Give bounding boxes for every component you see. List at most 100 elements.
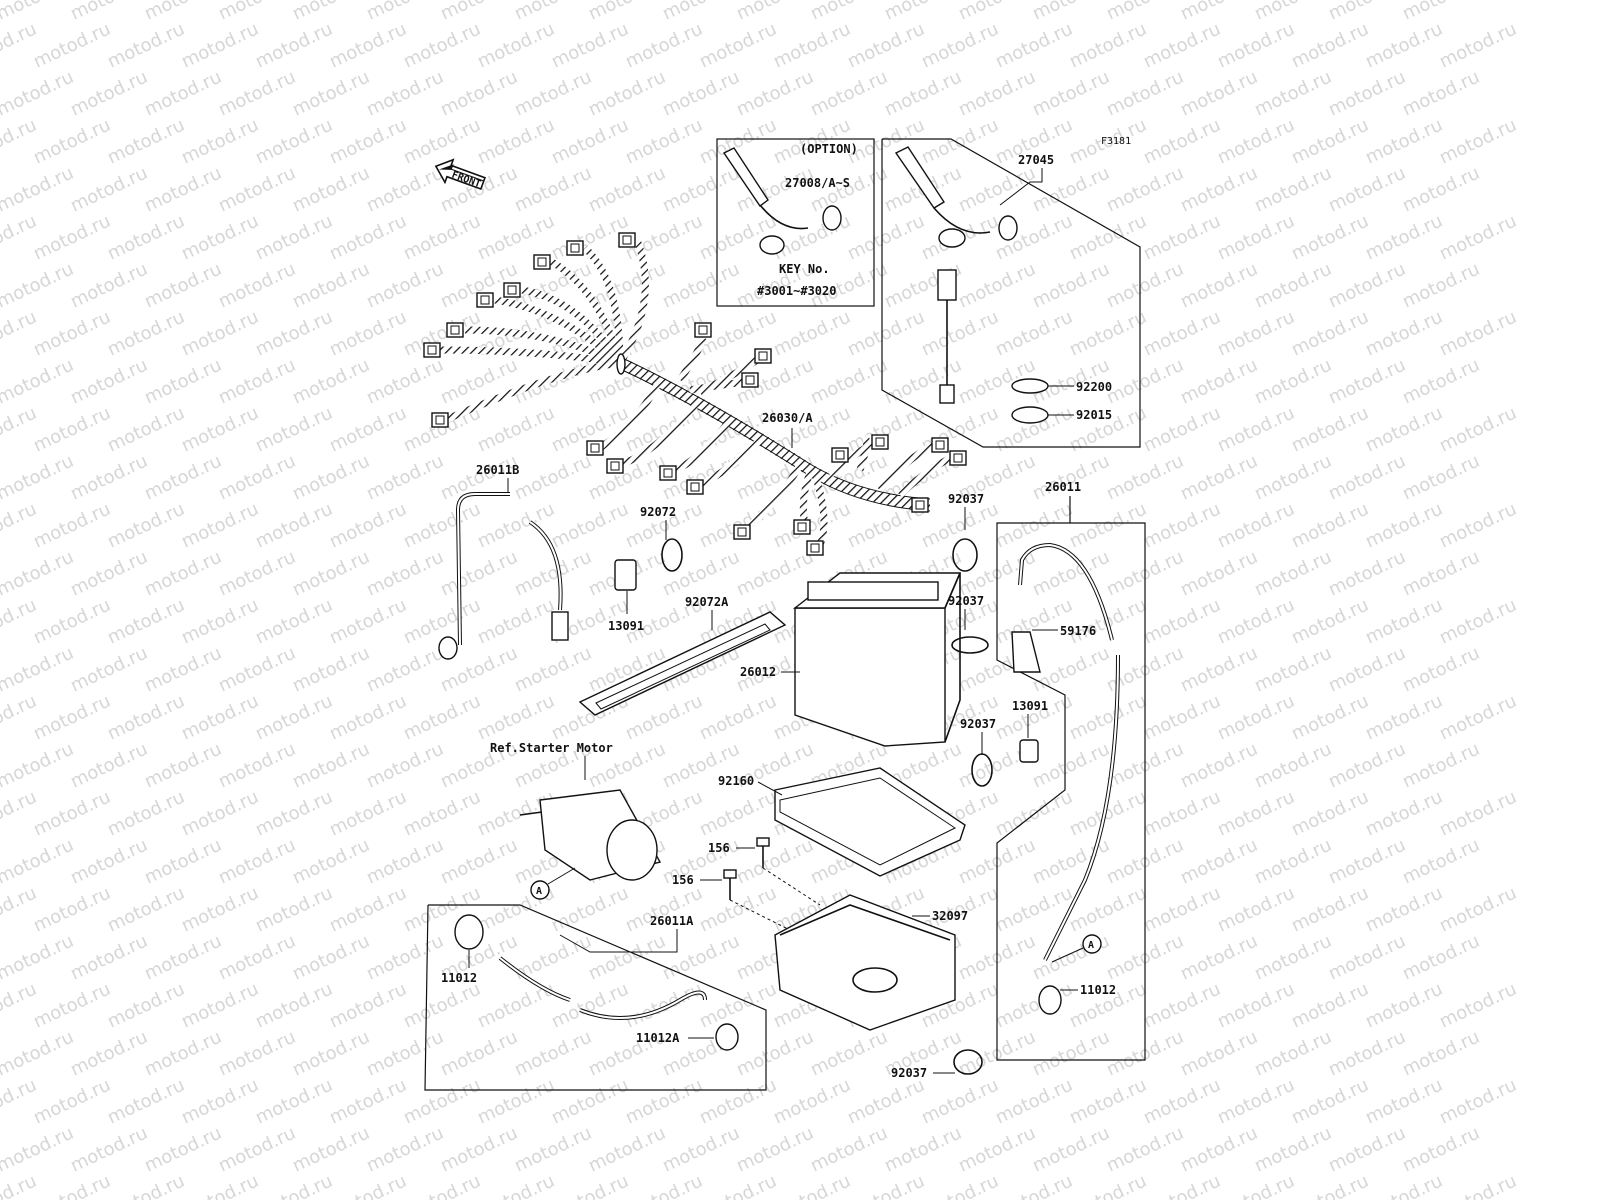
watermark-text: motod.ru bbox=[1399, 1123, 1483, 1177]
figure-code: F3181 bbox=[1101, 136, 1131, 147]
watermark-text: motod.ru bbox=[918, 19, 1002, 73]
watermark-text: motod.ru bbox=[400, 691, 484, 745]
watermark-text: motod.ru bbox=[1325, 259, 1409, 313]
watermark-text: motod.ru bbox=[1399, 643, 1483, 697]
watermark-text: motod.ru bbox=[511, 1123, 595, 1177]
watermark-text: motod.ru bbox=[955, 163, 1039, 217]
watermark-text: motod.ru bbox=[215, 0, 299, 25]
watermark-text: motod.ru bbox=[67, 547, 151, 601]
watermark-text: motod.ru bbox=[511, 163, 595, 217]
watermark-text: motod.ru bbox=[326, 19, 410, 73]
watermark-text: motod.ru bbox=[67, 643, 151, 697]
watermark-text: motod.ru bbox=[252, 307, 336, 361]
watermark-text: motod.ru bbox=[1214, 499, 1298, 553]
watermark-text: motod.ru bbox=[0, 355, 77, 409]
watermark-text: motod.ru bbox=[807, 355, 891, 409]
watermark-text: motod.ru bbox=[289, 931, 373, 985]
watermark-text: motod.ru bbox=[252, 691, 336, 745]
watermark-text: motod.ru bbox=[30, 595, 114, 649]
part-32097: 32097 bbox=[932, 909, 968, 923]
watermark-text: motod.ru bbox=[30, 1171, 114, 1200]
watermark-text: motod.ru bbox=[215, 739, 299, 793]
watermark-text: motod.ru bbox=[696, 691, 780, 745]
watermark-text: motod.ru bbox=[1103, 0, 1187, 25]
harness-branch bbox=[597, 378, 664, 451]
watermark-text: motod.ru bbox=[363, 451, 447, 505]
watermark-text: motod.ru bbox=[1362, 19, 1446, 73]
callout-a-left bbox=[530, 880, 550, 900]
watermark-text: motod.ru bbox=[918, 307, 1002, 361]
connector-icon bbox=[871, 434, 889, 450]
watermark-text: motod.ru bbox=[1029, 643, 1113, 697]
watermark-text: motod.ru bbox=[474, 499, 558, 553]
watermark-text: motod.ru bbox=[289, 547, 373, 601]
cap-11012-a-icon bbox=[454, 914, 484, 950]
watermark-text: motod.ru bbox=[1288, 691, 1372, 745]
watermark-text: motod.ru bbox=[1399, 163, 1483, 217]
watermark-text: motod.ru bbox=[0, 0, 77, 25]
watermark-text: motod.ru bbox=[1362, 595, 1446, 649]
part-11012-b: 11012 bbox=[1080, 983, 1116, 997]
watermark-text: motod.ru bbox=[0, 691, 40, 745]
watermark-text: motod.ru bbox=[289, 355, 373, 409]
watermark-text: motod.ru bbox=[511, 0, 595, 25]
watermark-text: motod.ru bbox=[1140, 979, 1224, 1033]
connector-icon bbox=[949, 450, 967, 466]
watermark-text: motod.ru bbox=[1362, 307, 1446, 361]
watermark-text: motod.ru bbox=[1325, 931, 1409, 985]
watermark-text: motod.ru bbox=[992, 1075, 1076, 1129]
watermark-text: motod.ru bbox=[67, 451, 151, 505]
watermark-text: motod.ru bbox=[0, 67, 77, 121]
watermark-text: motod.ru bbox=[363, 1123, 447, 1177]
connector-icon bbox=[503, 282, 521, 298]
watermark-text: motod.ru bbox=[622, 1075, 706, 1129]
watermark-text: motod.ru bbox=[178, 691, 262, 745]
watermark-text: motod.ru bbox=[0, 163, 77, 217]
watermark-text: motod.ru bbox=[289, 739, 373, 793]
pad-13091-b-icon bbox=[1019, 739, 1039, 763]
watermark-text: motod.ru bbox=[1029, 1027, 1113, 1081]
watermark-text: motod.ru bbox=[0, 595, 40, 649]
watermark-text: motod.ru bbox=[252, 979, 336, 1033]
watermark-text: motod.ru bbox=[1177, 835, 1261, 889]
watermark-text: motod.ru bbox=[141, 451, 225, 505]
watermark-text: motod.ru bbox=[252, 499, 336, 553]
clamp-92037-set: 92037 92037 92037 92037 bbox=[891, 492, 996, 1080]
watermark-text: motod.ru bbox=[67, 259, 151, 313]
watermark-text: motod.ru bbox=[400, 19, 484, 73]
watermark-text: motod.ru bbox=[1214, 1075, 1298, 1129]
connector-icon bbox=[476, 292, 494, 308]
watermark-text: motod.ru bbox=[363, 259, 447, 313]
watermark-text: motod.ru bbox=[1251, 355, 1335, 409]
watermark-text: motod.ru bbox=[0, 403, 40, 457]
watermark-text: motod.ru bbox=[474, 1075, 558, 1129]
watermark-text: motod.ru bbox=[1399, 355, 1483, 409]
watermark-text: motod.ru bbox=[1214, 883, 1298, 937]
watermark-text: motod.ru bbox=[0, 211, 40, 265]
watermark-text: motod.ru bbox=[326, 403, 410, 457]
connector-icon bbox=[694, 322, 712, 338]
watermark-text: motod.ru bbox=[1214, 19, 1298, 73]
watermark-text: motod.ru bbox=[585, 163, 669, 217]
watermark-text: motod.ru bbox=[1177, 0, 1261, 25]
watermark-text: motod.ru bbox=[141, 1027, 225, 1081]
watermark-text: motod.ru bbox=[178, 19, 262, 73]
watermark-text: motod.ru bbox=[474, 403, 558, 457]
watermark-text: motod.ru bbox=[881, 67, 965, 121]
nut-icon bbox=[1011, 406, 1049, 424]
watermark-text: motod.ru bbox=[141, 1123, 225, 1177]
cable-26011: 26011 59176 13091 11012 A bbox=[996, 480, 1146, 1061]
watermark-text: motod.ru bbox=[252, 595, 336, 649]
watermark-text: motod.ru bbox=[1362, 1075, 1446, 1129]
watermark-text: motod.ru bbox=[770, 19, 854, 73]
watermark-text: motod.ru bbox=[1325, 451, 1409, 505]
watermark-text: motod.ru bbox=[1288, 307, 1372, 361]
watermark-text: motod.ru bbox=[0, 1075, 40, 1129]
watermark-text: motod.ru bbox=[585, 67, 669, 121]
connector-icon bbox=[931, 437, 949, 453]
watermark-text: motod.ru bbox=[215, 259, 299, 313]
watermark-text: motod.ru bbox=[326, 979, 410, 1033]
part-92037-c: 92037 bbox=[960, 717, 996, 731]
watermark-text: motod.ru bbox=[252, 19, 336, 73]
part-11012-a: 11012 bbox=[441, 971, 477, 985]
